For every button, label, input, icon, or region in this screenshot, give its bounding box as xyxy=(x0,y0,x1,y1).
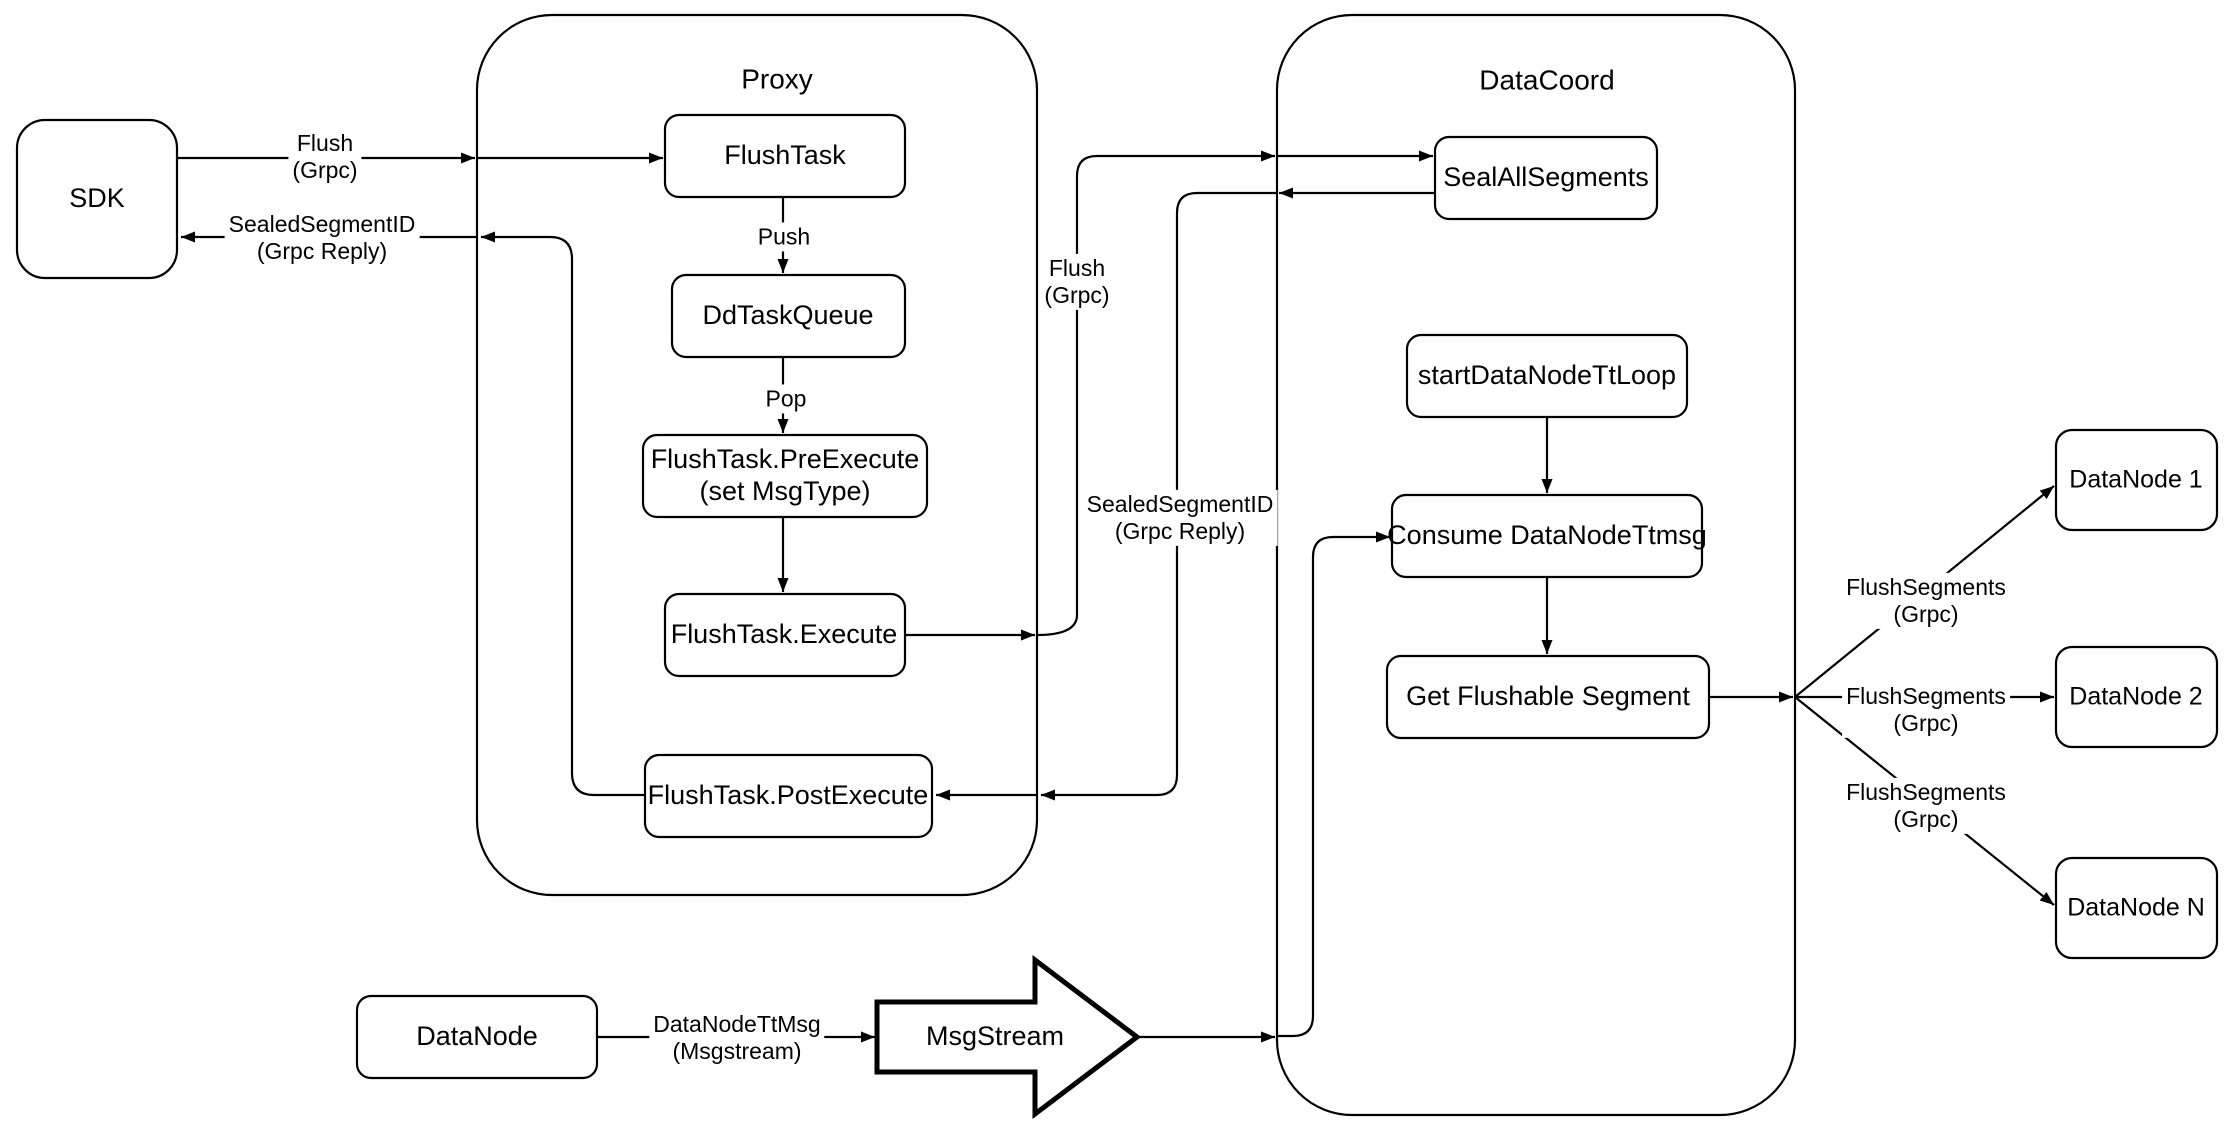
flushtask-box xyxy=(663,113,907,199)
flush-grpc-label-mid-line2: (Grpc) xyxy=(1044,282,1110,308)
postexecute-box xyxy=(643,753,934,839)
datanodettmsg-label-line1: DataNodeTtMsg xyxy=(653,1010,821,1037)
consumedatanodettmsg-label: Consume DataNodeTtmsg xyxy=(1387,520,1707,551)
flush-grpc-label-sdk-line1: Flush xyxy=(296,129,354,156)
datanodettmsg-label-line2: (Msgstream) xyxy=(672,1038,802,1064)
flush-grpc-label-mid-line1: Flush xyxy=(1048,254,1106,281)
datanode1-label: DataNode 1 xyxy=(2069,465,2203,494)
flush-grpc-label-sdk: Flush (Grpc) xyxy=(288,128,362,186)
preexecute-label: FlushTask.PreExecute (set MsgType) xyxy=(651,444,920,508)
execute-label: FlushTask.Execute xyxy=(670,619,898,650)
edge-flush-up-to-datacoord xyxy=(1036,150,1275,637)
execute-box xyxy=(663,592,907,678)
preexecute-label-line1: FlushTask.PreExecute xyxy=(650,444,920,475)
sealedsegmentid-label-mid-line1: SealedSegmentID xyxy=(1086,490,1274,517)
datanode2-label: DataNode 2 xyxy=(2069,682,2203,711)
getflushablesegment-label: Get Flushable Segment xyxy=(1406,681,1690,712)
flushtask-label: FlushTask xyxy=(724,140,846,171)
consumedatanodettmsg-box xyxy=(1390,493,1704,579)
datanodettmsg-label: DataNodeTtMsg (Msgstream) xyxy=(649,1009,825,1067)
sdk-label: SDK xyxy=(69,183,125,214)
datanoden-label: DataNode N xyxy=(2067,893,2205,922)
sealedsegmentid-label-sdk-line1: SealedSegmentID xyxy=(228,210,416,237)
datanode1-box xyxy=(2054,428,2219,532)
flush-grpc-label-sdk-line2: (Grpc) xyxy=(292,157,358,183)
startdatanodettloop-label: startDataNodeTtLoop xyxy=(1417,360,1677,391)
flushsegments-label-1-line1: FlushSegments xyxy=(1846,573,2006,600)
proxy-title: Proxy xyxy=(741,63,813,95)
postexecute-label: FlushTask.PostExecute xyxy=(647,780,929,811)
datanode-label: DataNode xyxy=(416,1021,538,1052)
sealedsegmentid-label-mid: SealedSegmentID (Grpc Reply) xyxy=(1082,489,1278,547)
datacoord-container-outline xyxy=(1275,13,1797,1117)
flushsegments-label-1-line2: (Grpc) xyxy=(1893,601,1959,627)
push-label: Push xyxy=(753,222,815,252)
ddtaskqueue-box xyxy=(670,273,907,359)
msgstream-arrow-shape xyxy=(874,954,1142,1120)
preexecute-label-line2: (set MsgType) xyxy=(699,476,871,506)
sealedsegmentid-label-mid-line2: (Grpc Reply) xyxy=(1114,518,1246,544)
ddtaskqueue-label: DdTaskQueue xyxy=(702,300,874,331)
msgstream-label: MsgStream xyxy=(925,1021,1065,1052)
flushsegments-label-1: FlushSegments (Grpc) xyxy=(1842,572,2010,630)
flushsegments-label-3-line1: FlushSegments xyxy=(1846,778,2006,805)
preexecute-box xyxy=(641,433,929,519)
flushsegments-label-2-line2: (Grpc) xyxy=(1893,710,1959,736)
datanode2-box xyxy=(2054,645,2219,749)
sdk-box xyxy=(15,118,179,280)
datacoord-title: DataCoord xyxy=(1479,64,1615,96)
pop-label: Pop xyxy=(761,384,811,414)
flushsegments-label-2-line1: FlushSegments xyxy=(1846,682,2006,709)
flushsegments-label-3-line2: (Grpc) xyxy=(1893,806,1959,832)
datanoden-box xyxy=(2054,856,2219,960)
sealallsegments-label: SealAllSegments xyxy=(1443,162,1649,193)
edge-postexecute-out-of-proxy xyxy=(481,231,645,797)
flushsegments-label-2: FlushSegments (Grpc) xyxy=(1842,681,2010,739)
proxy-container-outline xyxy=(475,13,1039,897)
getflushablesegment-box xyxy=(1385,654,1711,740)
startdatanodettloop-box xyxy=(1405,333,1689,419)
datanode-box xyxy=(355,994,599,1080)
sealedsegmentid-label-sdk-line2: (Grpc Reply) xyxy=(256,238,388,264)
flushsegments-label-3: FlushSegments (Grpc) xyxy=(1842,777,2010,835)
flush-grpc-label-mid: Flush (Grpc) xyxy=(1040,253,1114,311)
sealedsegmentid-label-sdk: SealedSegmentID (Grpc Reply) xyxy=(224,209,420,267)
edge-ttmsg-up-to-consume xyxy=(1277,531,1390,1038)
sealallsegments-box xyxy=(1433,135,1659,221)
